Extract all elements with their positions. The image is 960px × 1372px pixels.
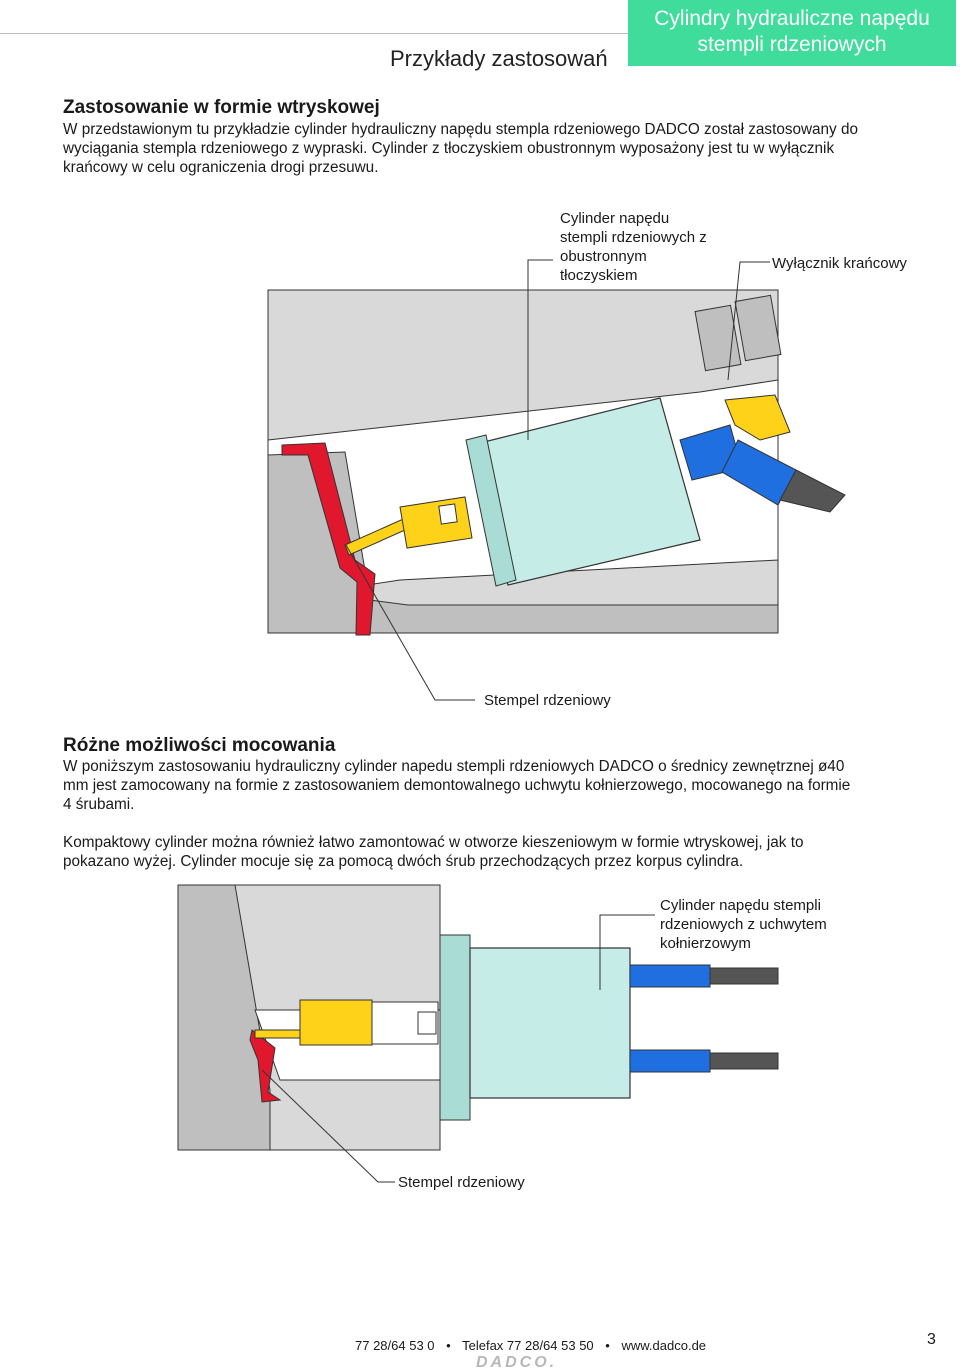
figure1-diagram bbox=[267, 259, 846, 701]
section-title: Przykłady zastosowań bbox=[390, 46, 608, 71]
cylinder-body-2 bbox=[469, 947, 631, 1099]
mold-step bbox=[177, 884, 271, 1151]
leader-core bbox=[345, 544, 475, 701]
hydraulic-fitting-bottom-2 bbox=[629, 1049, 711, 1073]
leader-cylinder bbox=[527, 259, 553, 440]
hydraulic-hose-top-2 bbox=[709, 967, 779, 985]
figure2-diagram bbox=[177, 884, 779, 1183]
footer-contact: 77 28/64 53 0 • Telefax 77 28/64 53 50 •… bbox=[355, 1338, 714, 1353]
leader-switch bbox=[727, 261, 770, 381]
cylinder-flange bbox=[465, 434, 517, 587]
section2-heading: Różne możliwości mocowania bbox=[63, 735, 336, 756]
hydraulic-hose-bottom-2 bbox=[709, 1052, 779, 1070]
flange-2 bbox=[439, 934, 471, 1121]
header-title-line2: stempli rdzeniowych bbox=[697, 33, 887, 56]
figure2-core-label: Stempel rdzeniowy bbox=[398, 1174, 525, 1191]
figure2-cylinder-label: Cylinder napędu stempli rdzeniowych z uc… bbox=[660, 897, 827, 952]
page-number: 3 bbox=[927, 1331, 936, 1348]
section1-line: W przedstawionym tu przykładzie cylinder… bbox=[63, 121, 858, 138]
header-title-box: Cylindry hydrauliczne napędu stempli rdz… bbox=[628, 0, 956, 66]
dadco-logo: DADCO. bbox=[476, 1354, 558, 1371]
coupling-nut-2 bbox=[417, 1011, 437, 1035]
header-title-line1: Cylindry hydrauliczne napędu bbox=[654, 7, 930, 30]
section2-paragraph1: W poniższym zastosowaniu hydrauliczny cy… bbox=[63, 758, 851, 813]
leader-core-2 bbox=[261, 1069, 395, 1183]
hydraulic-fitting-top-2 bbox=[629, 964, 711, 988]
part-insert bbox=[281, 442, 376, 636]
hydraulic-hose bbox=[779, 469, 846, 513]
footer-separator: • bbox=[605, 1338, 610, 1353]
hydraulic-hose-fitting bbox=[721, 439, 797, 506]
footer-website-link[interactable]: www.dadco.de bbox=[621, 1338, 707, 1353]
coupling-2 bbox=[299, 999, 373, 1046]
limit-switch-trigger bbox=[724, 394, 791, 441]
core-rod-2 bbox=[254, 1029, 304, 1039]
coupling-nut bbox=[438, 503, 458, 525]
coupling-housing-2 bbox=[371, 1001, 439, 1045]
limit-switch-body-2 bbox=[734, 294, 782, 362]
figure1-core-label: Stempel rdzeniowy bbox=[484, 692, 611, 709]
limit-switch-body-1 bbox=[694, 304, 742, 372]
footer-fax: Telefax 77 28/64 53 50 bbox=[462, 1338, 594, 1353]
section1-line: wyciągania stempla rdzeniowego z wyprask… bbox=[63, 140, 835, 157]
footer-phone: 77 28/64 53 0 bbox=[355, 1338, 435, 1353]
figure1-cylinder-label: Cylinder napędu stempli rdzeniowych z ob… bbox=[560, 210, 707, 284]
header-rule bbox=[0, 33, 628, 34]
figure1-switch-label: Wyłącznik krańcowy bbox=[772, 255, 907, 272]
part-insert-2 bbox=[249, 1029, 282, 1103]
section1-line: krańcowy w celu ograniczenia drogi przes… bbox=[63, 159, 379, 176]
section1-paragraph: W przedstawionym tu przykładzie cylinder… bbox=[63, 120, 943, 177]
leader-cylinder-2 bbox=[599, 914, 655, 990]
section2-paragraph2: Kompaktowy cylinder można również łatwo … bbox=[63, 834, 804, 870]
footer-separator: • bbox=[446, 1338, 451, 1353]
section1-heading: Zastosowanie w formie wtryskowej bbox=[63, 97, 380, 118]
